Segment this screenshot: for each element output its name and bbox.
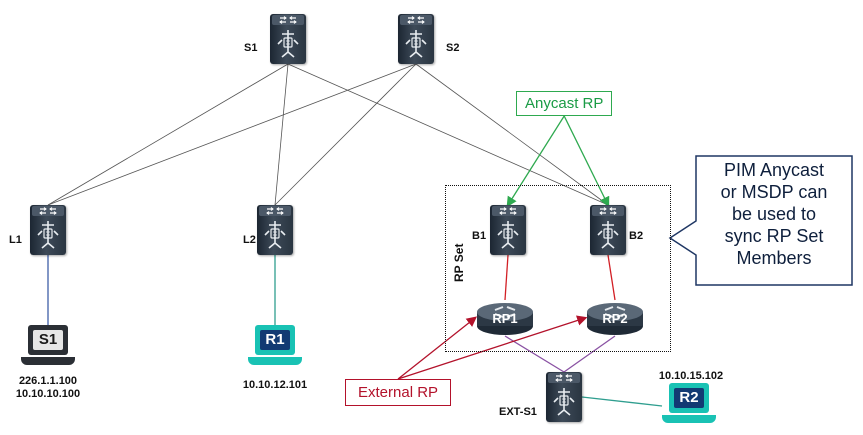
external-arrow-rp2 [398, 315, 588, 379]
host-s1-address-2: 10.10.10.100 [15, 388, 81, 400]
switch-label-l2: L2 [243, 234, 256, 246]
switch-arrows-icon [32, 206, 64, 216]
pim-callout-line: sync RP Set [724, 226, 824, 246]
switch-label-s1: S1 [244, 42, 258, 54]
laptop-base [21, 357, 75, 365]
router-label-rp1: RP1 [492, 311, 518, 326]
router-rp2[interactable]: RP2 [585, 300, 645, 336]
switch-label-b2: B2 [629, 230, 644, 242]
link-b1-rp1 [505, 255, 508, 300]
fabric-link [48, 64, 288, 205]
switch-front-icon [597, 221, 619, 249]
fabric-links [48, 64, 608, 205]
switch-arrows-icon [400, 15, 432, 25]
host-r1-address: 10.10.12.101 [242, 379, 308, 391]
anycast-rp-callout: Anycast RP [516, 91, 613, 116]
external-arrow-rp1 [398, 316, 478, 379]
switch-arrows-icon [592, 206, 624, 216]
host-label-r1: R1 [260, 330, 290, 350]
switch-l2[interactable] [257, 205, 293, 255]
switch-label-s2: S2 [446, 42, 460, 54]
switch-label-b1: B1 [472, 230, 487, 242]
external-rp-callout: External RP [345, 379, 452, 406]
laptop-screen: S1 [28, 325, 68, 355]
switch-ext-s1[interactable] [546, 372, 582, 422]
laptop-base [248, 357, 302, 365]
fabric-link [416, 64, 608, 205]
switch-front-icon [497, 221, 519, 249]
switch-b2[interactable] [590, 205, 626, 255]
switch-label-ext-s1: EXT-S1 [499, 406, 537, 418]
rp-set-box [445, 185, 671, 352]
host-r2[interactable]: R2 [662, 383, 716, 429]
host-s1-address-1: 226.1.1.100 [18, 375, 78, 387]
link-b2-rp2 [608, 255, 615, 300]
rp-set-label: RP Set [452, 243, 466, 282]
host-r1[interactable]: R1 [248, 325, 302, 371]
host-label-s1: S1 [33, 330, 63, 350]
pim-callout-line: PIM Anycast [723, 160, 825, 180]
pim-callout-box [668, 155, 853, 286]
switch-front-icon [405, 30, 427, 58]
router-label-rp2: RP2 [602, 311, 628, 326]
router-rp2-icon [587, 303, 643, 335]
host-label-r2: R2 [674, 388, 704, 408]
router-rp1[interactable]: RP1 [475, 300, 535, 336]
pim-callout-line: Members [736, 248, 812, 268]
fabric-link [275, 64, 288, 205]
switch-front-icon [277, 30, 299, 58]
fabric-link [275, 64, 416, 205]
switch-front-icon [37, 221, 59, 249]
switch-arrows-icon [259, 206, 291, 216]
anycast-arrow-b1 [506, 116, 564, 208]
switch-l1[interactable] [30, 205, 66, 255]
fabric-link [48, 64, 416, 205]
switch-s1[interactable] [270, 14, 306, 64]
switch-label-l1: L1 [9, 234, 22, 246]
pim-anycast-callout-text: PIM Anycast or MSDP can be used to sync … [696, 159, 852, 269]
fabric-link [288, 64, 608, 205]
host-s1[interactable]: S1 [21, 325, 75, 371]
switch-arrows-icon [548, 373, 580, 383]
laptop-screen: R1 [255, 325, 295, 355]
switch-arrows-icon [272, 15, 304, 25]
host-r2-address: 10.10.15.102 [658, 370, 724, 382]
laptop-screen: R2 [669, 383, 709, 413]
router-rp1-icon [477, 303, 533, 335]
switch-front-icon [553, 388, 575, 416]
access-link-ext-r2 [582, 397, 662, 406]
link-rp1-ext [505, 336, 564, 372]
switch-front-icon [264, 221, 286, 249]
callout-arrows [398, 116, 610, 379]
laptop-base [662, 415, 716, 423]
switch-b1[interactable] [490, 205, 526, 255]
pim-callout-line: or MSDP can [720, 182, 828, 202]
access-links [48, 255, 662, 406]
switch-s2[interactable] [398, 14, 434, 64]
switch-arrows-icon [492, 206, 524, 216]
pim-callout-line: be used to [731, 204, 817, 224]
link-rp2-ext [564, 336, 615, 372]
anycast-arrow-b2 [564, 116, 610, 208]
